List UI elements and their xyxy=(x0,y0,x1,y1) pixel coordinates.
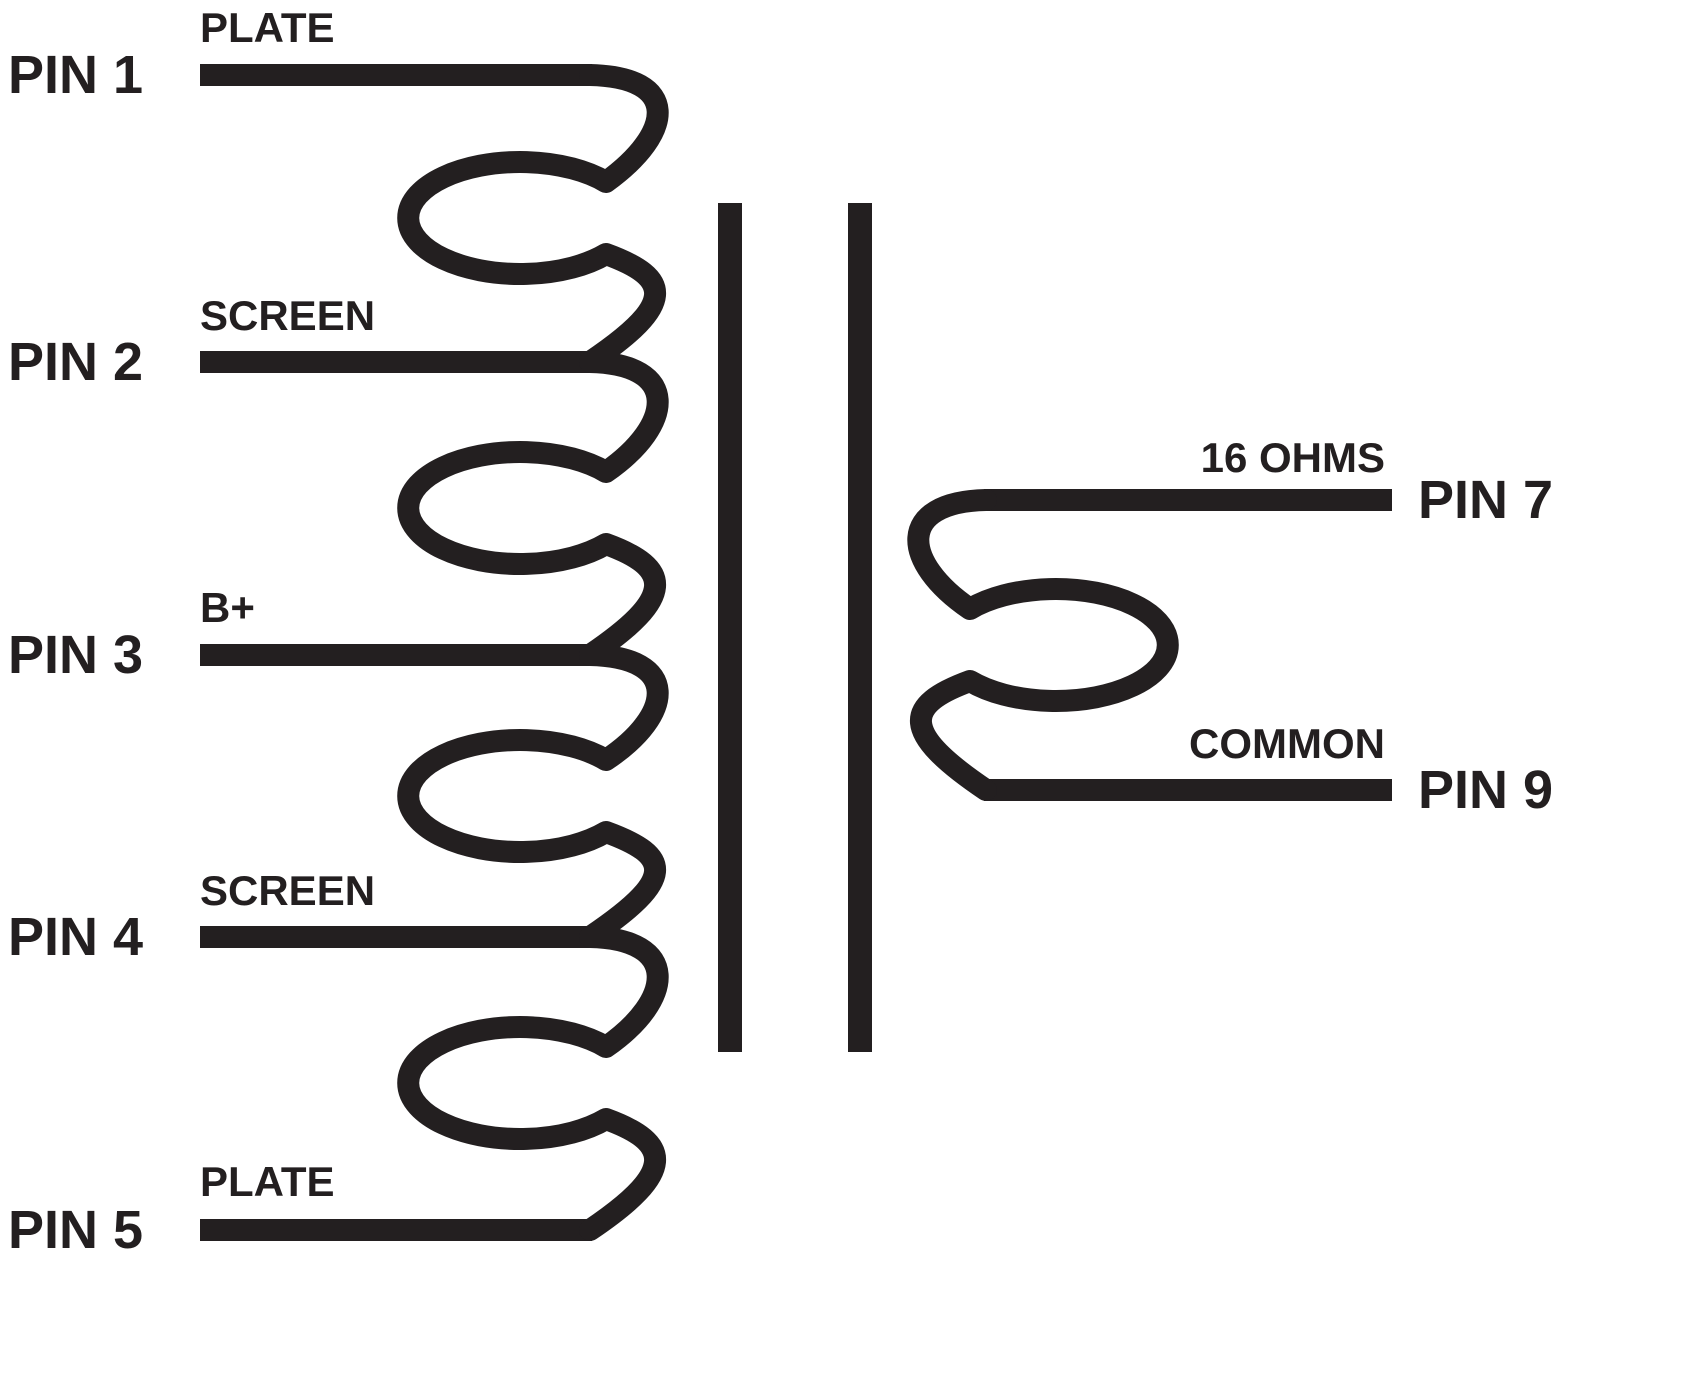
pin3-label: PIN 3 xyxy=(8,625,143,685)
secondary-winding-coil xyxy=(907,489,1179,801)
pin7-winding-label: 16 OHMS xyxy=(1201,434,1385,481)
pin5-winding-label: PLATE xyxy=(200,1158,335,1205)
pin9-winding-label: COMMON xyxy=(1189,720,1385,767)
pin4-label: PIN 4 xyxy=(8,907,143,967)
pin1-winding-label: PLATE xyxy=(200,4,335,51)
pin2-winding-label: SCREEN xyxy=(200,292,375,339)
pin5-label: PIN 5 xyxy=(8,1200,143,1260)
pin4-winding-label: SCREEN xyxy=(200,867,375,914)
pin2-label: PIN 2 xyxy=(8,332,143,392)
pin9-label: PIN 9 xyxy=(1418,760,1553,820)
pin7-label: PIN 7 xyxy=(1418,470,1553,530)
pin1-label: PIN 1 xyxy=(8,45,143,105)
primary-winding-coil xyxy=(397,64,669,1241)
pin3-winding-label: B+ xyxy=(200,584,255,631)
